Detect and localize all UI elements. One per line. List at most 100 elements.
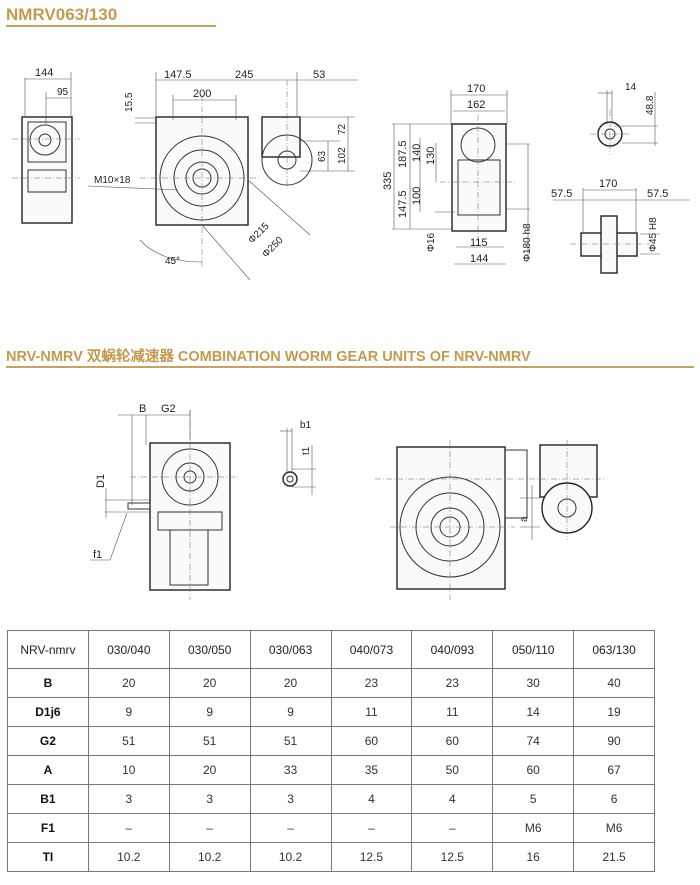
table-cell: 67	[573, 755, 655, 785]
section-heading: NRV-NMRV 双蜗轮减速器 COMBINATION WORM GEAR UN…	[6, 349, 531, 365]
table-cell: 33	[249, 755, 332, 785]
table-cell: 12.5	[411, 842, 494, 872]
page-title: NMRV063/130	[6, 5, 118, 24]
dimension-label: 14	[625, 82, 637, 93]
column-header: 063/130	[573, 630, 655, 669]
table-cell: 40	[573, 668, 655, 698]
table-cell: 10.2	[87, 842, 170, 872]
table-cell: 9	[87, 697, 170, 727]
table-cell: 60	[492, 755, 575, 785]
column-header: 040/093	[411, 630, 494, 669]
table-cell: 9	[249, 697, 332, 727]
dimension-label: Φ215	[246, 221, 272, 247]
dimension-label: 72	[337, 123, 348, 135]
front-view-drawing: 147.5 245 53 200 15.5 M10×18 45° Φ215 Φ2…	[87, 69, 358, 281]
dimension-label: 335	[382, 172, 394, 190]
combination-front-drawing: a	[375, 440, 605, 600]
dimension-label: 147.5	[164, 69, 192, 81]
section-underline	[6, 366, 694, 368]
table-cell: 5	[492, 784, 575, 814]
table-cell: 20	[87, 668, 170, 698]
table-cell: 4	[411, 784, 494, 814]
row-header: TI	[7, 842, 89, 872]
dimension-label: 130	[425, 147, 437, 165]
table-cell: M6	[492, 813, 575, 843]
row-header: B1	[7, 784, 89, 814]
table-cell: 30	[492, 668, 575, 698]
combination-key-drawing: b1 t1	[280, 420, 316, 495]
dimension-label: G2	[161, 403, 176, 415]
dimension-label: b1	[300, 420, 312, 431]
table-cell: 20	[249, 668, 332, 698]
table-cell: –	[87, 813, 170, 843]
dimension-label: t1	[301, 446, 312, 455]
table-cell: 4	[330, 784, 413, 814]
table-cell: 10	[87, 755, 170, 785]
column-header: 030/063	[249, 630, 332, 669]
table-cell: M6	[573, 813, 655, 843]
table-cell: 21.5	[573, 842, 655, 872]
table-cell: 11	[411, 697, 494, 727]
end-view-drawing: 170 162 335 187.5 140 130 147.5 100 Φ16 …	[382, 83, 533, 265]
dimension-label: Φ45 H8	[648, 217, 659, 252]
dimension-label: 63	[317, 150, 328, 162]
dimension-label: 200	[193, 88, 211, 100]
dimension-label: 57.5	[551, 188, 572, 200]
row-header: F1	[7, 813, 89, 843]
table-cell: 90	[573, 726, 655, 756]
table-cell: 14	[492, 697, 575, 727]
dimension-label: 144	[35, 67, 53, 79]
table-cell: 50	[411, 755, 494, 785]
column-header: 050/110	[492, 630, 575, 669]
table-cell: 3	[87, 784, 170, 814]
shaft-key-drawing: 14 48.8	[590, 82, 658, 155]
table-cell: 6	[573, 784, 655, 814]
dimension-label: 95	[57, 87, 69, 98]
table-cell: 9	[168, 697, 251, 727]
table-cell: 23	[330, 668, 413, 698]
table-cell: 51	[249, 726, 332, 756]
dimension-label: 147.5	[397, 190, 409, 218]
dimension-label: 57.5	[647, 188, 668, 200]
dimension-label: M10×18	[94, 175, 131, 186]
table-cell: 51	[168, 726, 251, 756]
column-header: 030/050	[168, 630, 251, 669]
dimension-label: a	[519, 516, 530, 522]
table-cell: 23	[411, 668, 494, 698]
dimension-label: f1	[93, 549, 102, 561]
row-header: D1j6	[7, 697, 89, 727]
dimension-label: 53	[313, 69, 325, 81]
dimension-label: Φ16	[426, 232, 437, 252]
dimension-label: 115	[470, 237, 488, 249]
row-header: A	[7, 755, 89, 785]
dimension-label: 170	[467, 83, 485, 95]
table-cell: 3	[249, 784, 332, 814]
row-header: G2	[7, 726, 89, 756]
table-cell: 12.5	[330, 842, 413, 872]
table-cell: 20	[168, 755, 251, 785]
dimension-label: 15.5	[124, 92, 135, 112]
dimension-label: 140	[411, 144, 423, 162]
table-cell: 60	[330, 726, 413, 756]
dimension-label: 45°	[165, 256, 180, 267]
table-cell: –	[330, 813, 413, 843]
dimension-label: 102	[337, 147, 348, 164]
table-cell: –	[168, 813, 251, 843]
dimension-label: 187.5	[397, 140, 409, 168]
table-cell: 10.2	[168, 842, 251, 872]
table-cell: 19	[573, 697, 655, 727]
table-cell: 20	[168, 668, 251, 698]
dimension-label: 100	[411, 187, 423, 205]
column-header: 030/040	[87, 630, 170, 669]
dimension-label: B	[139, 403, 146, 415]
